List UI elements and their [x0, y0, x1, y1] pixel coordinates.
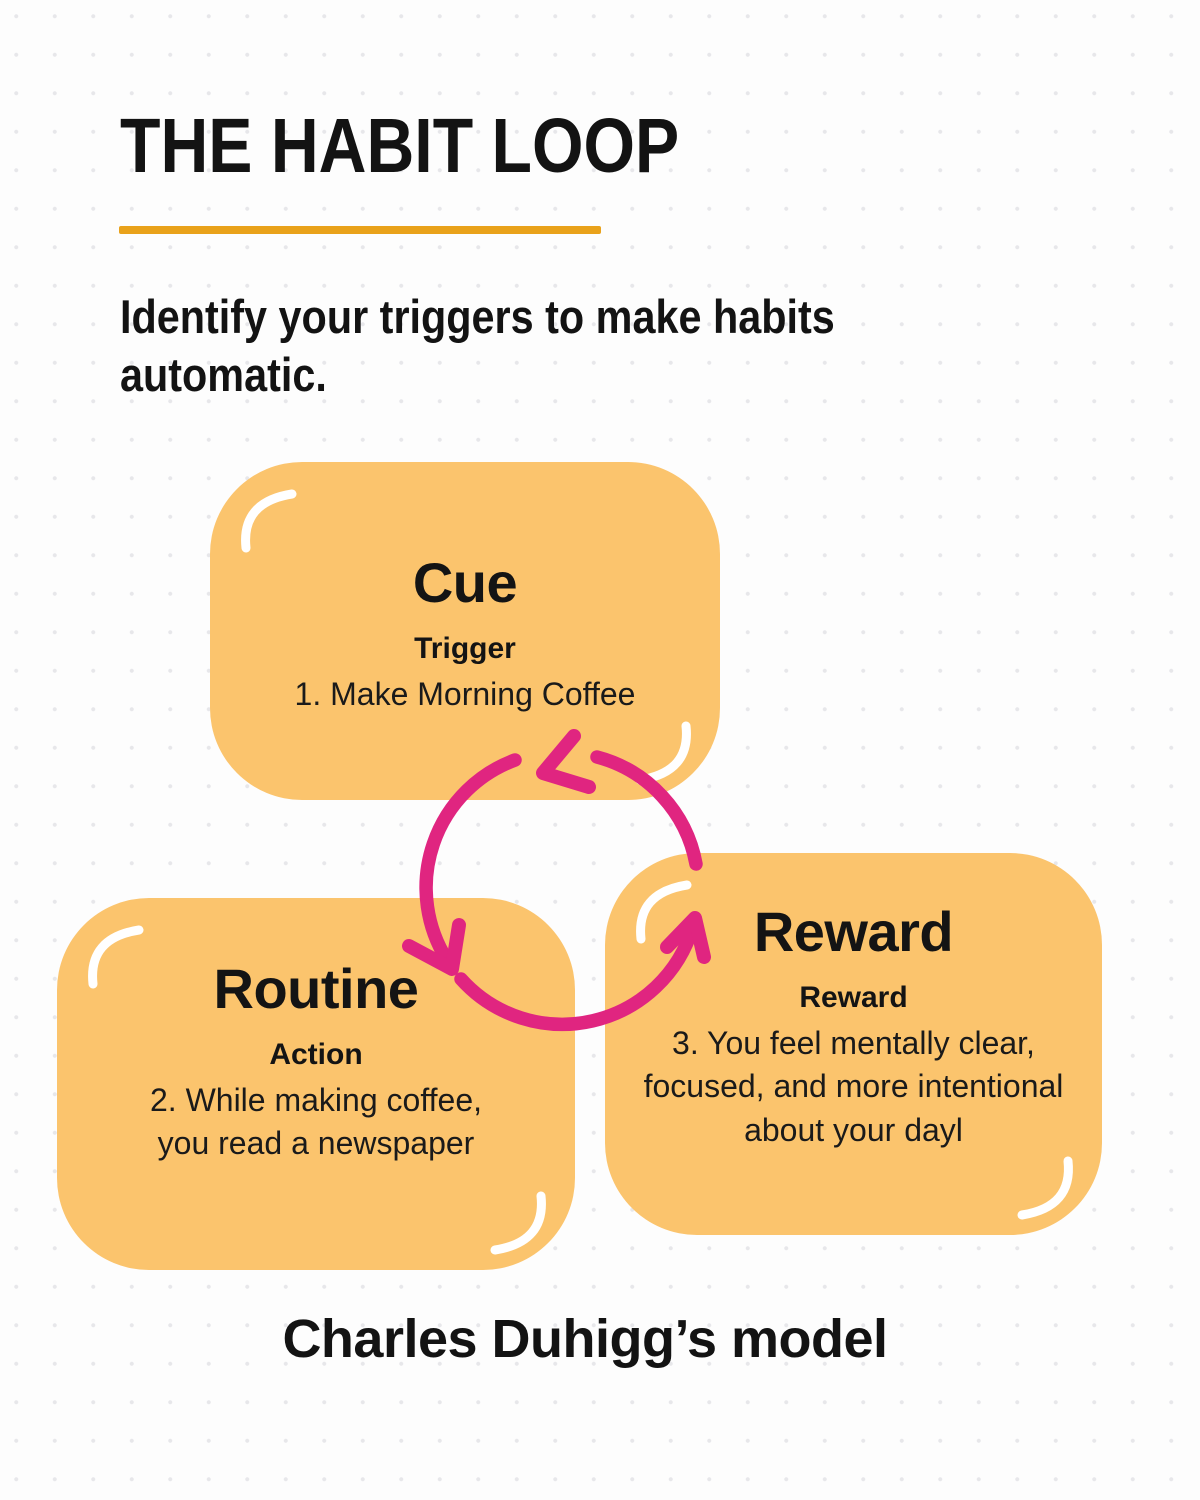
page-title: THE HABIT LOOP	[120, 103, 680, 189]
corner-shine-icon	[1017, 1156, 1073, 1220]
node-routine-title: Routine	[213, 957, 419, 1020]
node-reward-title: Reward	[753, 900, 954, 963]
page-subtitle: Identify your triggers to make habits au…	[120, 290, 835, 402]
node-reward: Reward Reward 3. You feel mentally clear…	[605, 853, 1102, 1235]
node-routine-description: 2. While making coffee, you read a newsp…	[149, 1081, 482, 1162]
node-routine-label: Action	[269, 1037, 363, 1071]
node-reward-label: Reward	[799, 980, 908, 1014]
node-routine: Routine Action 2. While making coffee, y…	[57, 898, 575, 1270]
corner-shine-icon	[490, 1191, 546, 1255]
title-underline	[119, 226, 601, 234]
corner-shine-icon	[241, 489, 297, 553]
node-cue-description: 1. Make Morning Coffee	[294, 675, 636, 712]
node-cue: Cue Trigger 1. Make Morning Coffee	[210, 462, 720, 800]
corner-shine-icon	[88, 925, 144, 989]
footer-caption: Charles Duhigg’s model	[282, 1309, 888, 1369]
node-cue-label: Trigger	[414, 631, 516, 665]
corner-shine-icon	[636, 880, 692, 944]
node-reward-description: 3. You feel mentally clear, focused, and…	[643, 1024, 1064, 1148]
corner-shine-icon	[635, 721, 691, 785]
node-cue-title: Cue	[412, 551, 518, 614]
